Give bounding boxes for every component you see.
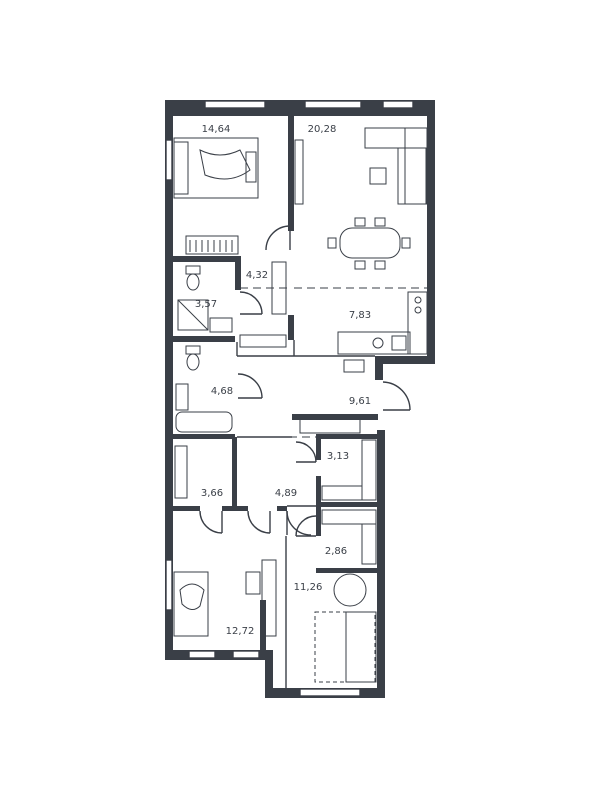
bed-icon bbox=[173, 137, 259, 199]
interior-walls bbox=[173, 116, 378, 652]
desk-icon bbox=[245, 559, 277, 637]
zone-dividers bbox=[237, 287, 427, 438]
sink-icon bbox=[175, 317, 233, 411]
area-label-bedroom-1: 14,64 bbox=[202, 124, 231, 135]
area-label-bedroom-2: 11,26 bbox=[294, 582, 323, 593]
bed-icon-corner bbox=[314, 611, 377, 683]
area-label-kitchen: 7,83 bbox=[349, 310, 371, 321]
area-label-hall: 9,61 bbox=[349, 396, 371, 407]
doors bbox=[199, 225, 411, 537]
toilet-icon bbox=[185, 265, 201, 371]
kitchen-counter-icon bbox=[337, 291, 428, 373]
outer-walls bbox=[165, 100, 435, 698]
area-label-storage-1: 3,13 bbox=[327, 451, 349, 462]
windows bbox=[165, 100, 414, 697]
bed-icon-small bbox=[173, 571, 209, 637]
sofa-icon bbox=[364, 127, 428, 205]
tv-stand-icon bbox=[294, 139, 304, 205]
dining-table-icon bbox=[327, 217, 411, 270]
area-label-storage-3: 2,86 bbox=[325, 546, 347, 557]
area-label-dressing-1: 4,32 bbox=[246, 270, 268, 281]
area-label-bedroom-3: 12,72 bbox=[226, 626, 255, 637]
area-label-bathroom-2: 4,68 bbox=[211, 386, 233, 397]
area-label-bathroom-1: 3,57 bbox=[195, 299, 217, 310]
closet-icons bbox=[174, 261, 377, 565]
area-label-living-room: 20,28 bbox=[308, 124, 337, 135]
armchair-icon bbox=[333, 573, 367, 607]
shower-icon bbox=[177, 299, 209, 331]
area-label-storage-2: 3,66 bbox=[201, 488, 223, 499]
bathtub-icon bbox=[175, 411, 233, 433]
area-label-corridor: 4,89 bbox=[275, 488, 297, 499]
wardrobe-icon bbox=[185, 235, 239, 255]
room-labels: 14,64 20,28 4,32 3,57 7,83 4,68 9,61 3,1… bbox=[195, 124, 371, 637]
